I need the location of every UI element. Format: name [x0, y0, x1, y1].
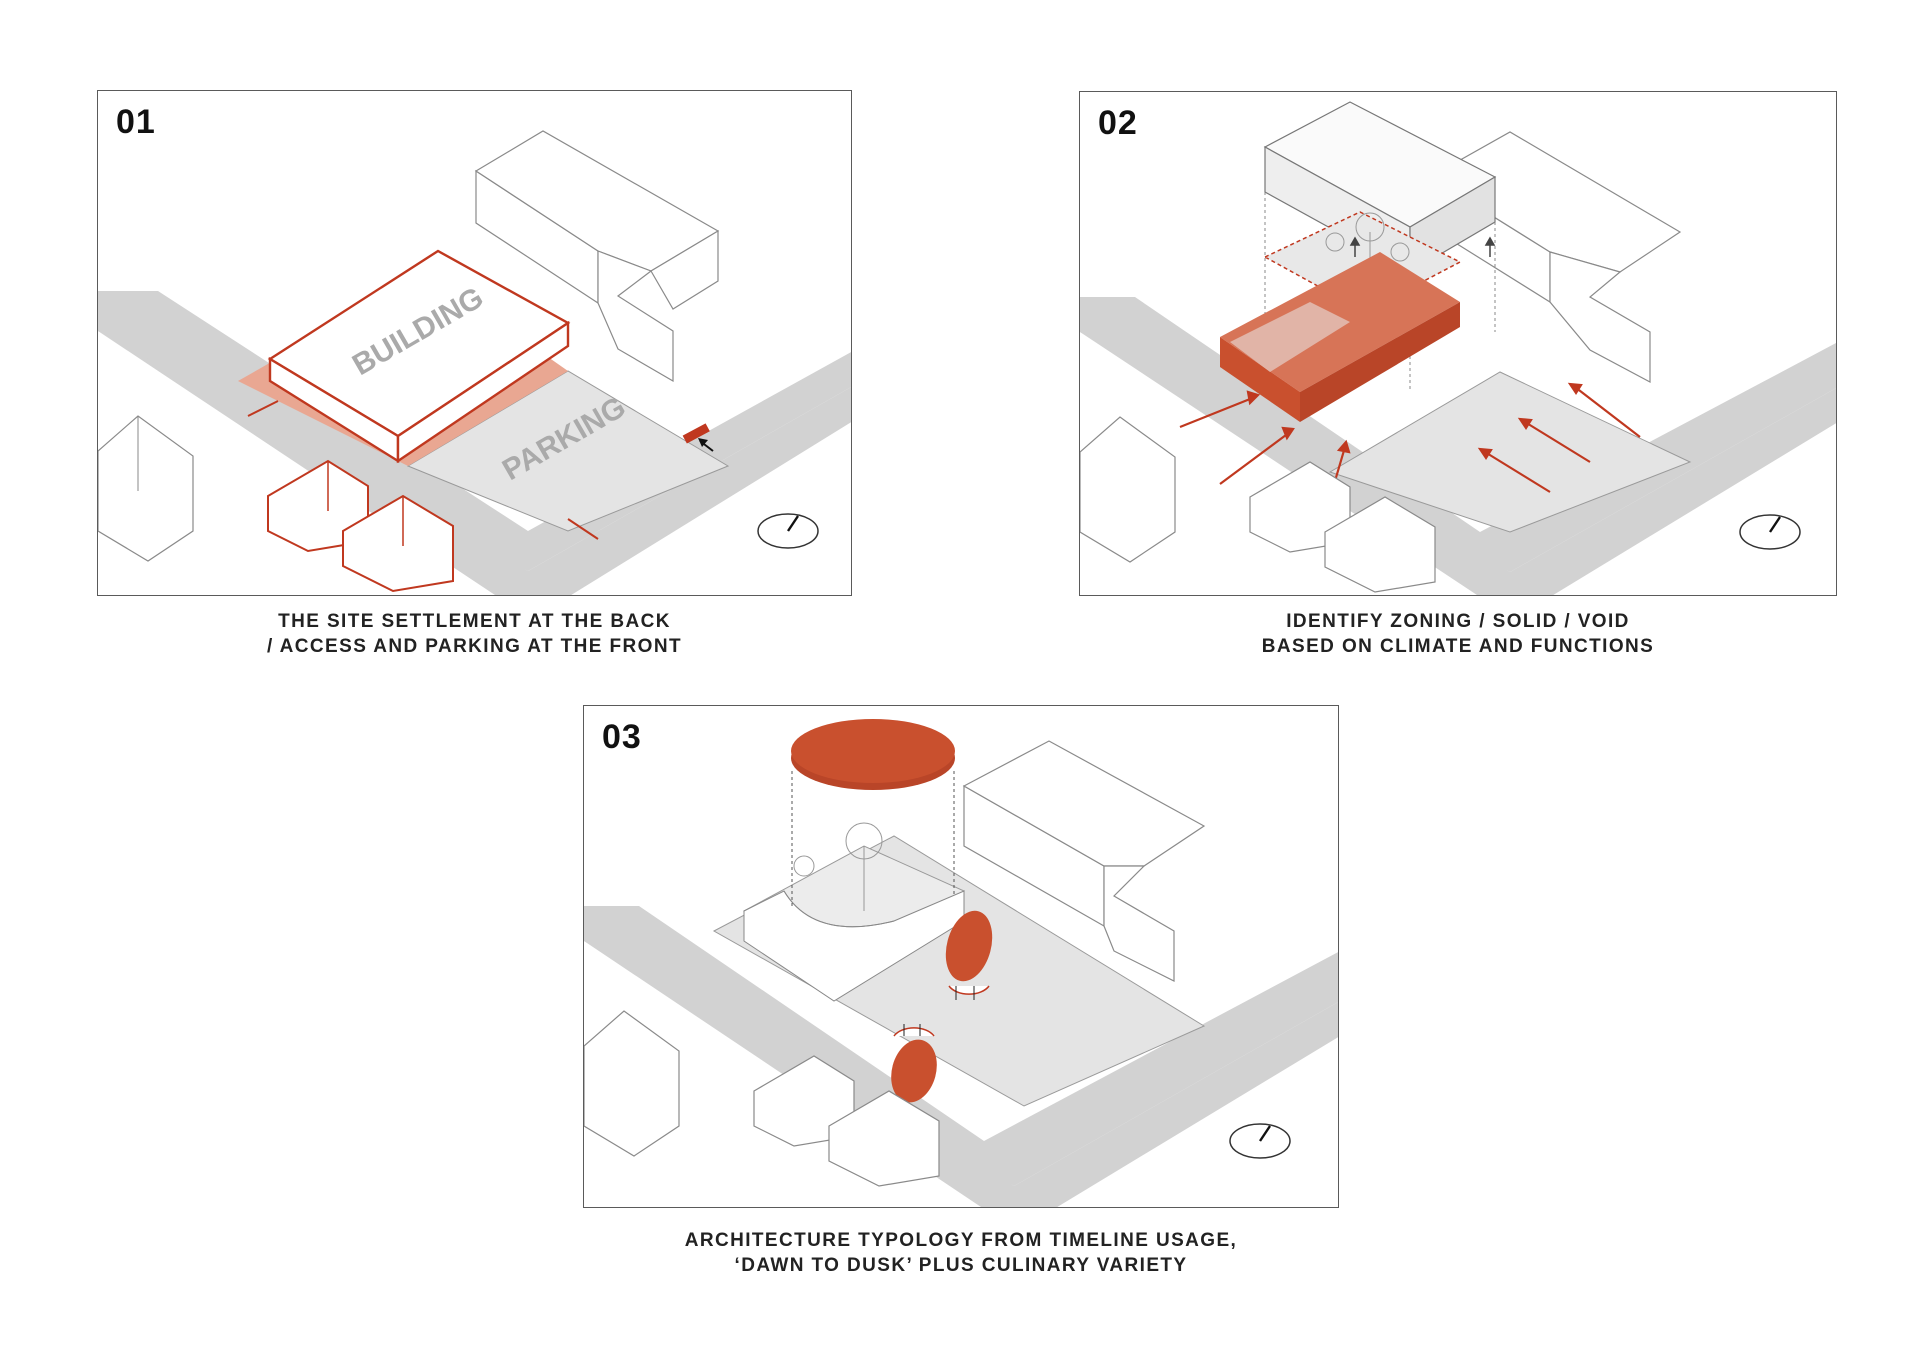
neighbour-block [474, 130, 720, 383]
diagram-panel-02: 02 [1079, 91, 1837, 596]
caption-line: ARCHITECTURE TYPOLOGY FROM TIMELINE USAG… [684, 1230, 1238, 1251]
houses-outlined-red [267, 459, 454, 593]
caption-line: IDENTIFY ZONING / SOLID / VOID [1286, 611, 1630, 632]
caption-line: / ACCESS AND PARKING AT THE FRONT [267, 636, 682, 657]
north-arrow-icon [1739, 514, 1801, 550]
site-axonometric-01: BUILDING PARKING [98, 130, 851, 595]
caption-02: IDENTIFY ZONING / SOLID / VOID BASED ON … [1079, 609, 1837, 659]
panel-number: 01 [116, 103, 156, 141]
access-arrow-icon [247, 400, 714, 540]
diagram-panel-03: 03 [583, 705, 1339, 1208]
site-axonometric-03 [584, 719, 1338, 1207]
entrance-markers [891, 910, 993, 1103]
climate-arrows [1179, 382, 1641, 533]
building-volume: BUILDING [267, 249, 571, 464]
neighbour-block [962, 740, 1206, 982]
caption-line: THE SITE SETTLEMENT AT THE BACK [278, 611, 671, 632]
side-road [1080, 297, 1836, 572]
north-arrow-icon [1229, 1123, 1291, 1159]
side-road [98, 291, 851, 571]
main-road [98, 291, 851, 595]
panel-number: 03 [602, 718, 642, 756]
caption-line: ‘DAWN TO DUSK’ PLUS CULINARY VARIETY [734, 1255, 1188, 1276]
main-road [1080, 297, 1836, 595]
parking-area [406, 370, 730, 532]
main-road [584, 906, 1338, 1207]
caption-01: THE SITE SETTLEMENT AT THE BACK / ACCESS… [97, 609, 852, 659]
diagram-panel-01: BUILDING PARKING 01 [97, 90, 852, 596]
solid-zone [1220, 252, 1460, 422]
caption-line: BASED ON CLIMATE AND FUNCTIONS [1261, 636, 1655, 657]
side-road [584, 906, 1338, 1186]
houses [1080, 416, 1436, 593]
courtyard-building [743, 845, 966, 1002]
houses [584, 1010, 940, 1187]
lift-arrows [1349, 236, 1496, 257]
site-axonometric-02 [1080, 101, 1836, 595]
parking-area [1328, 371, 1692, 533]
roof-disc [791, 719, 955, 906]
neighbour-house-left [98, 415, 194, 562]
panel-number: 02 [1098, 104, 1138, 142]
tree-icon [793, 822, 883, 911]
caption-03: ARCHITECTURE TYPOLOGY FROM TIMELINE USAG… [583, 1228, 1339, 1278]
north-arrow-icon [757, 513, 819, 549]
tree-icon [1325, 212, 1410, 267]
